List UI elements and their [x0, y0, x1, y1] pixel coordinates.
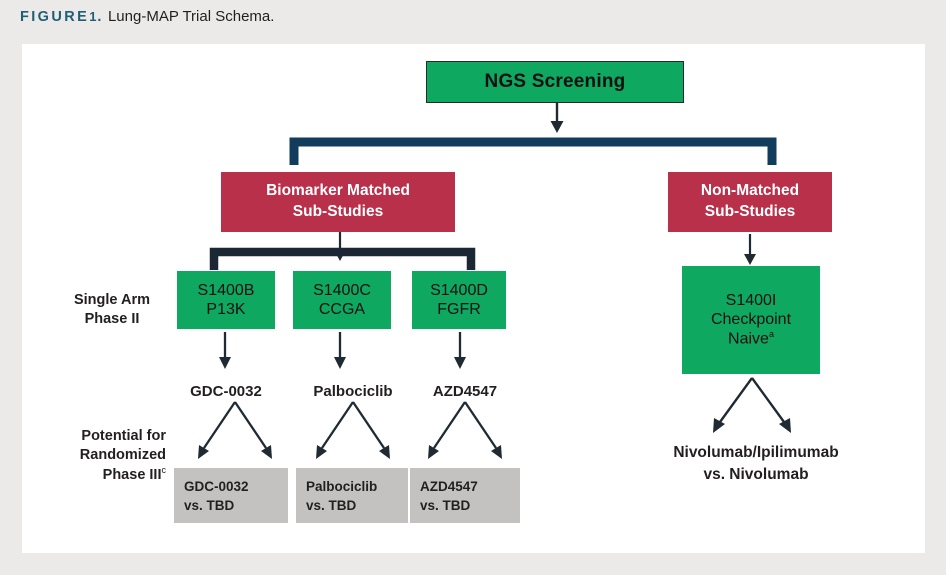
connector-ngs-to-bracket [540, 100, 576, 134]
ngs-screening-label: NGS Screening [484, 71, 626, 92]
bracket-substudy-split [209, 247, 476, 273]
non-matched-line1: Non-Matched [700, 182, 800, 200]
randomized-1-line1: Palbociclib [306, 479, 378, 494]
non-matched-line2: Sub-Studies [704, 203, 796, 220]
v-arrows-azd4547 [420, 400, 510, 464]
potential-line2: Randomized [79, 446, 166, 463]
randomized-2-line2: vs. TBD [420, 498, 471, 514]
node-biomarker-matched[interactable]: Biomarker Matched Sub-Studies [221, 172, 455, 232]
row-label-single-arm: Single Arm Phase II [38, 291, 186, 329]
caption-period: . [97, 9, 103, 25]
caption-figure-word: FIGURE [20, 9, 90, 25]
nivolumab-line2: vs. Nivolumab [703, 465, 809, 483]
figure-caption: FIGURE1.Lung-MAP Trial Schema. [20, 8, 900, 36]
single-arm-line1: Single Arm [73, 292, 150, 308]
caption-figure-number: 1 [89, 9, 98, 24]
randomized-2-line1: AZD4547 [420, 479, 478, 494]
node-ngs-screening[interactable]: NGS Screening [426, 61, 684, 103]
substudy-code-0: S1400B [197, 281, 255, 299]
substudy-target-1: CCGA [318, 301, 366, 318]
potential-footnote-marker: c [161, 464, 167, 475]
node-substudy-s1400i[interactable]: S1400I Checkpoint Naivea [682, 266, 820, 374]
randomized-0-line1: GDC-0032 [184, 479, 249, 494]
node-randomized-palbociclib[interactable]: Palbociclib vs. TBD [296, 468, 408, 523]
node-non-matched[interactable]: Non-Matched Sub-Studies [668, 172, 832, 232]
v-arrows-palbociclib [308, 400, 398, 464]
potential-line1: Potential for [81, 428, 166, 444]
node-randomized-azd4547[interactable]: AZD4547 vs. TBD [410, 468, 520, 523]
v-arrows-gdc0032 [190, 400, 280, 464]
connector-s1400b-to-drug [211, 332, 241, 370]
substudy-code-1: S1400C [313, 281, 371, 299]
connector-s1400d-to-drug [446, 332, 476, 370]
drug-label-palbociclib: Palbociclib [313, 383, 393, 400]
single-arm-line2: Phase II [84, 310, 140, 327]
s1400i-footnote-marker: a [768, 329, 774, 340]
node-substudy-s1400c[interactable]: S1400C CCGA [293, 271, 391, 329]
s1400i-line3: Naivea [728, 329, 774, 348]
nivolumab-comparison: Nivolumab/Ipilimumab vs. Nivolumab [640, 442, 872, 485]
drug-label-azd4547: AZD4547 [432, 383, 498, 400]
biomarker-matched-line1: Biomarker Matched [266, 182, 410, 200]
randomized-0-line2: vs. TBD [184, 498, 235, 514]
drug-label-gdc0032: GDC-0032 [190, 383, 262, 400]
connector-nonmatched-to-study [735, 234, 767, 266]
caption-title: Lung-MAP Trial Schema. [107, 8, 275, 25]
nivolumab-line1: Nivolumab/Ipilimumab [673, 444, 839, 461]
v-arrows-s1400i [700, 376, 804, 438]
s1400i-code: S1400I [725, 292, 777, 310]
row-label-potential-phase3: Potential for Randomized Phase IIIc [20, 427, 166, 484]
biomarker-matched-line2: Sub-Studies [292, 203, 384, 220]
substudy-code-2: S1400D [430, 281, 488, 299]
node-randomized-gdc0032[interactable]: GDC-0032 vs. TBD [174, 468, 288, 523]
randomized-1-line2: vs. TBD [306, 498, 357, 514]
s1400i-line2: Checkpoint [710, 311, 792, 329]
node-substudy-s1400d[interactable]: S1400D FGFR [412, 271, 506, 329]
connector-s1400c-to-drug [326, 332, 356, 370]
bracket-top-split [289, 137, 777, 169]
potential-line3: Phase IIIc [102, 464, 167, 483]
substudy-target-2: FGFR [437, 301, 481, 318]
node-substudy-s1400b[interactable]: S1400B P13K [177, 271, 275, 329]
substudy-target-0: P13K [206, 301, 246, 318]
